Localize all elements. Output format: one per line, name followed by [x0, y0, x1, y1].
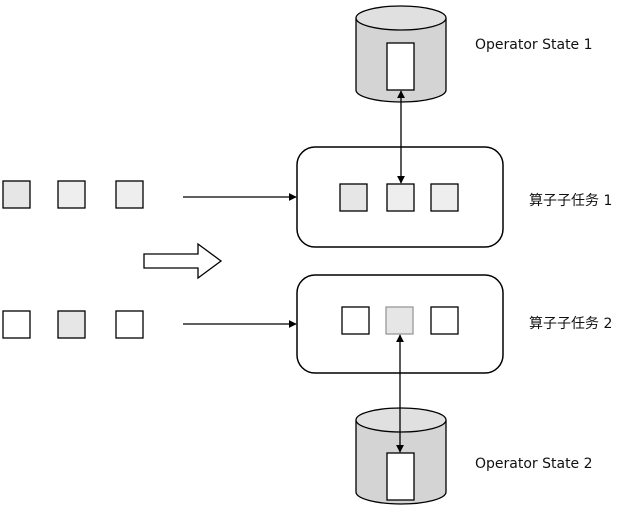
state-slot [386, 452, 415, 501]
state-slot [386, 42, 415, 91]
subtask-record [430, 306, 459, 335]
stream-record [115, 310, 144, 339]
subtask-1 [296, 146, 504, 248]
subtask-1-label: 算子子任务 1 [529, 193, 613, 209]
input-stream-1 [2, 180, 144, 209]
operator-state-1-label: Operator State 1 [475, 37, 593, 53]
subtask-record [386, 183, 415, 212]
input-stream-2 [2, 310, 144, 339]
stream-record [57, 180, 86, 209]
operator-state-2-cylinder [355, 407, 447, 505]
subtask-record [385, 306, 414, 335]
stream-record [2, 180, 31, 209]
subtask-record [341, 306, 370, 335]
operator-state-2-label: Operator State 2 [475, 456, 593, 472]
subtask-record [430, 183, 459, 212]
subtask-record [339, 183, 368, 212]
stream-record [57, 310, 86, 339]
stream-record [2, 310, 31, 339]
hollow-right-arrow-icon [143, 242, 223, 280]
operator-state-1-cylinder [355, 5, 447, 103]
subtask-2-label: 算子子任务 2 [529, 316, 613, 332]
subtask-2 [296, 274, 504, 374]
stream-record [115, 180, 144, 209]
